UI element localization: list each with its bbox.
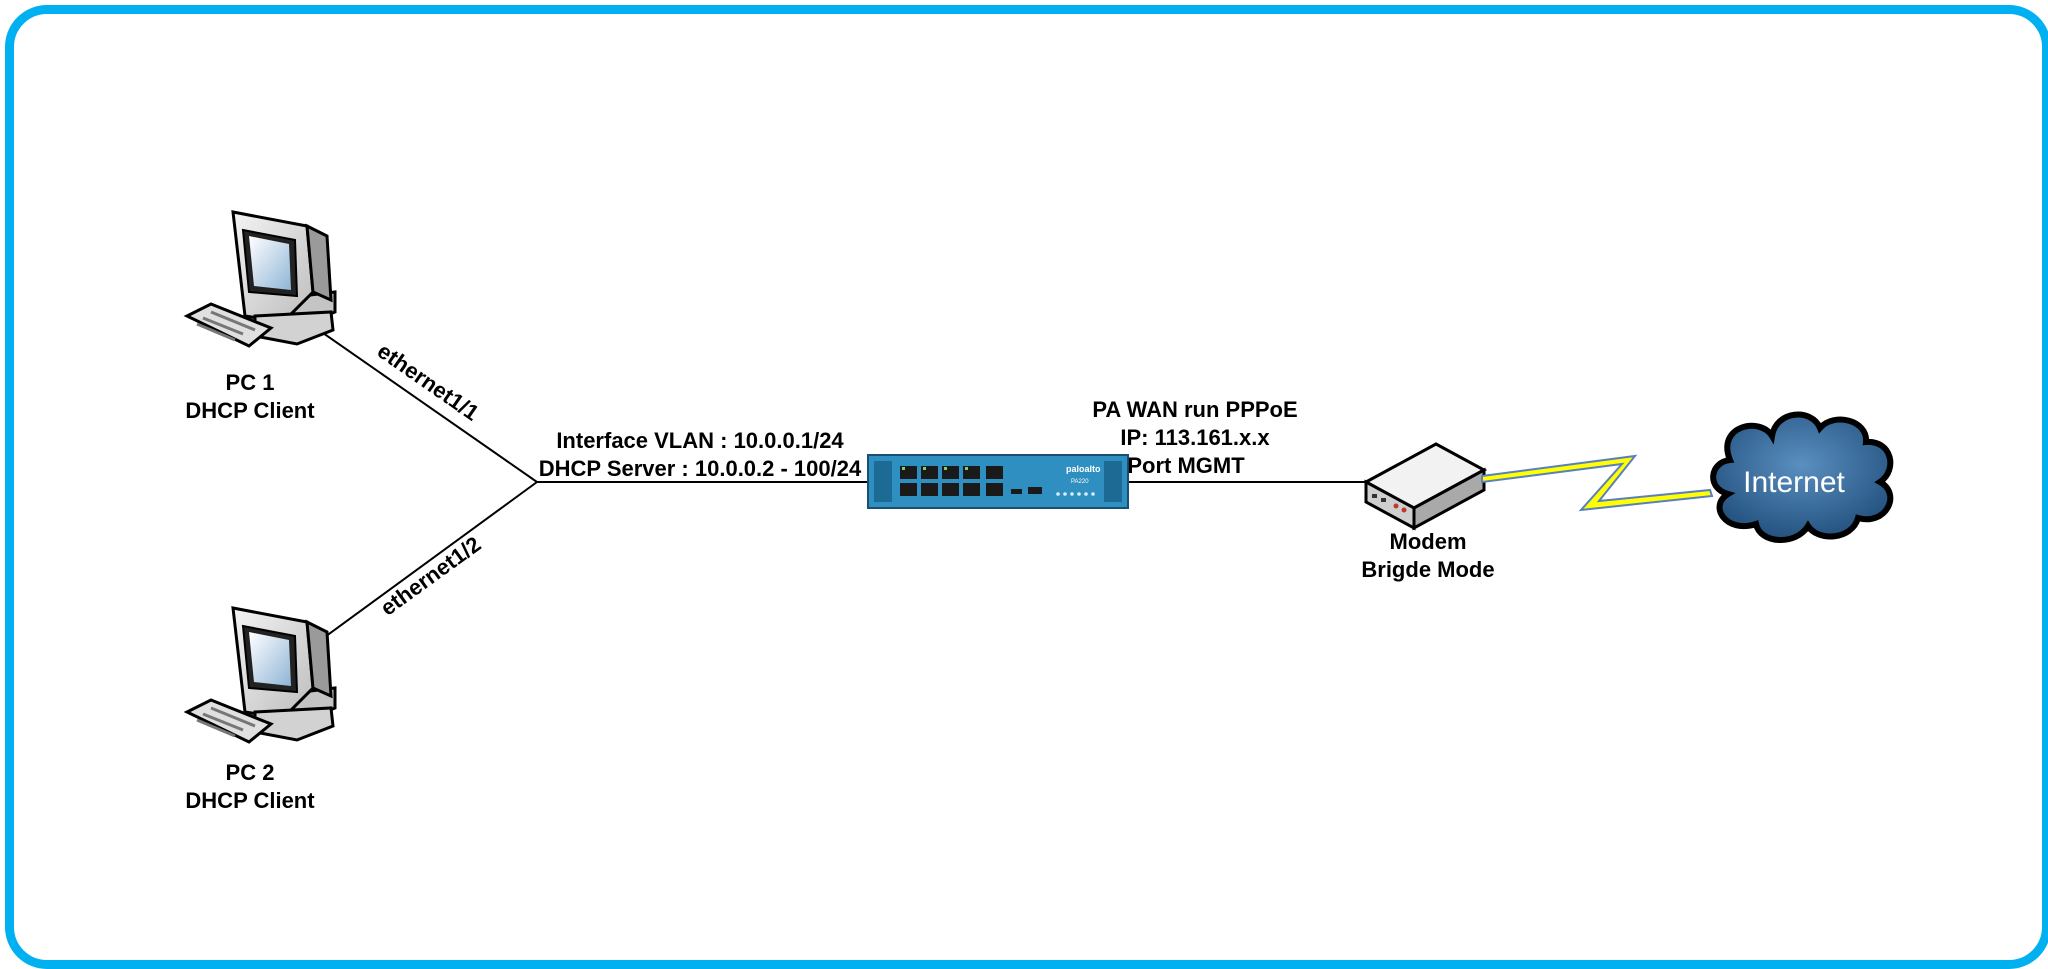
firewall-lan-label: Interface VLAN : 10.0.0.1/24 DHCP Server… bbox=[530, 430, 870, 486]
pc1-desktop-computer-icon bbox=[183, 210, 337, 348]
modem-label: Modem Brigde Mode bbox=[1343, 531, 1513, 587]
link-pc1 bbox=[299, 316, 538, 483]
pc1-label: PC 1 DHCP Client bbox=[180, 372, 320, 428]
modem-icon bbox=[1362, 442, 1488, 531]
pc1-role: DHCP Client bbox=[185, 398, 315, 423]
link-label-pc2: ethernet1/2 bbox=[376, 531, 486, 620]
internet-label: Internet bbox=[1743, 466, 1845, 499]
modem-mode: Brigde Mode bbox=[1361, 557, 1495, 582]
link-pc2 bbox=[317, 481, 538, 643]
firewall-appliance-icon: paloalto PA220 bbox=[867, 454, 1129, 509]
wan-pppoe-label: PA WAN run PPPoE bbox=[1092, 397, 1298, 422]
link-label-pc1: ethernet1/1 bbox=[373, 338, 484, 426]
pc2-role: DHCP Client bbox=[185, 788, 315, 813]
dhcp-server-label: DHCP Server : 10.0.0.2 - 100/24 bbox=[538, 456, 862, 481]
modem-name: Modem bbox=[1389, 529, 1467, 554]
pc2-name: PC 2 bbox=[225, 760, 275, 785]
wan-ip-label: IP: 113.161.x.x bbox=[1120, 425, 1270, 450]
mgmt-port-label: Port MGMT bbox=[1127, 453, 1245, 478]
pc2-label: PC 2 DHCP Client bbox=[180, 762, 320, 818]
lightning-bolt-icon bbox=[1481, 454, 1714, 512]
firewall-brand: paloalto bbox=[1066, 464, 1101, 474]
internet-cloud-icon: Internet bbox=[1710, 411, 1894, 543]
pc2-desktop-computer-icon bbox=[183, 606, 337, 744]
interface-vlan-label: Interface VLAN : 10.0.0.1/24 bbox=[556, 428, 844, 453]
firewall-model: PA220 bbox=[1071, 479, 1089, 485]
pc1-name: PC 1 bbox=[225, 370, 275, 395]
firewall-wan-label: PA WAN run PPPoE IP: 113.161.x.x Port MG… bbox=[1075, 399, 1315, 483]
